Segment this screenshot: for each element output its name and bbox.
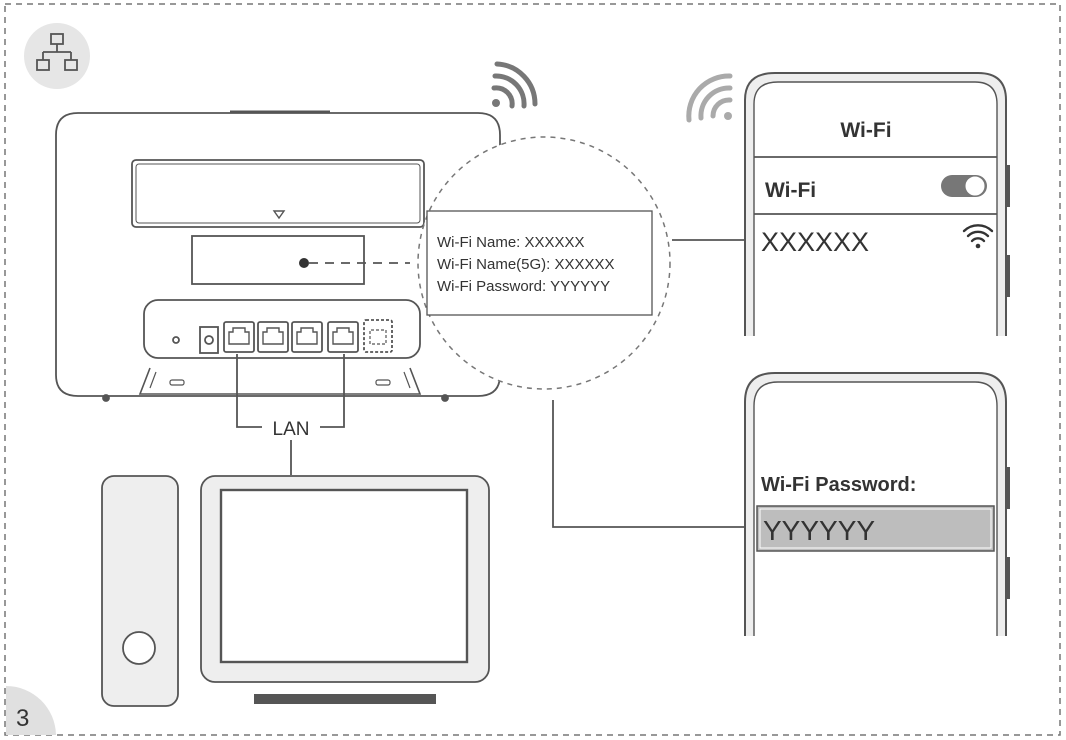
monitor-screen (219, 488, 469, 664)
wifi-toggle[interactable] (941, 175, 987, 197)
router (55, 110, 501, 402)
desktop-computer-icon (101, 475, 490, 707)
lan-port-4 (327, 321, 359, 353)
power-button (122, 631, 156, 665)
password-label: Wi-Fi Password: (761, 474, 916, 496)
lan-port-1 (223, 321, 255, 353)
router-top-panel (131, 159, 425, 228)
phone-password-entry: Wi-Fi Password: YYYYYY (744, 372, 1010, 636)
password-value: YYYYYY (763, 515, 875, 546)
router-wifi-icon (491, 61, 538, 109)
lan-label: LAN (273, 419, 310, 440)
phone-wifi-icon (686, 73, 733, 123)
lan-port-3 (291, 321, 323, 353)
power-port (199, 326, 219, 354)
network-name: XXXXXX (761, 227, 869, 257)
computer-tower (101, 475, 179, 707)
label-wifi-name: Wi-Fi Name: XXXXXX (437, 234, 585, 251)
dashed-frame (4, 3, 1061, 736)
label-wifi-password: Wi-Fi Password: YYYYYY (437, 278, 610, 295)
network-list-item[interactable]: XXXXXX (761, 224, 994, 257)
step-badge: 3 (6, 686, 56, 735)
router-label-area (191, 235, 365, 285)
phone-wifi-list: Wi-Fi Wi-Fi XXXXXX (744, 72, 1010, 336)
label-magnifier: Wi-Fi Name: XXXXXX Wi-Fi Name(5G): XXXXX… (417, 136, 671, 390)
step-number: 3 (16, 705, 29, 732)
reset-hole (172, 336, 180, 344)
phone-port (363, 319, 393, 353)
lan-cables (236, 354, 345, 475)
wifi-screen-title: Wi-Fi (840, 119, 891, 142)
monitor-stand (254, 694, 436, 704)
label-wifi-name-5g: Wi-Fi Name(5G): XXXXXX (437, 256, 615, 273)
lan-port-2 (257, 321, 289, 353)
router-indicator-icon (272, 210, 286, 220)
wifi-strength-icon (962, 224, 994, 249)
router-port-panel (143, 299, 421, 359)
wifi-toggle-label: Wi-Fi (765, 179, 816, 202)
password-input[interactable]: YYYYYY (756, 505, 995, 552)
wifi-label-card (426, 210, 653, 316)
router-stand (138, 367, 422, 395)
network-topology-icon (24, 23, 90, 89)
